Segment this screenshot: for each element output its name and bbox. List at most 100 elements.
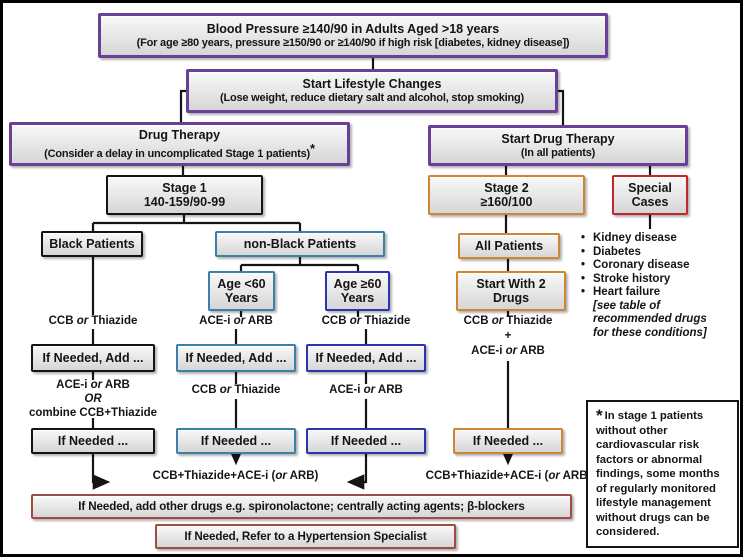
refer-specialist-label: If Needed, Refer to a Hypertension Speci…: [184, 529, 427, 543]
drug-text: ARB: [517, 345, 545, 357]
age-60-plus-box: Age ≥60 Years: [325, 271, 390, 311]
drug-therapy-asterisk: *: [310, 140, 315, 156]
stage2-line1: Stage 2: [484, 181, 529, 195]
start-two-drugs-line2: Drugs: [492, 291, 530, 305]
stage2-two-drug-combo: CCB or Thiazide + ACE-i or ARB: [438, 314, 578, 359]
list-item-label: Coronary disease: [593, 259, 690, 271]
refer-specialist-bar: If Needed, Refer to a Hypertension Speci…: [155, 524, 456, 549]
if-needed-add-box-over60: If Needed, Add ...: [306, 344, 426, 372]
stage1-line2: 140-159/90-99: [143, 195, 226, 209]
all-patients-label: All Patients: [474, 239, 544, 253]
list-item: • Stroke history: [581, 273, 739, 287]
if-needed-box-stage2: If Needed ...: [453, 428, 563, 454]
drug-text: CCB: [463, 315, 492, 327]
or-text: or: [491, 315, 504, 327]
bp-threshold-line2: (For age ≥80 years, pressure ≥150/90 or …: [136, 36, 570, 49]
drug-text: ARB: [102, 379, 130, 391]
start-drug-therapy-box: Start Drug Therapy (In all patients): [428, 125, 688, 166]
if-needed-add-box-black: If Needed, Add ...: [31, 344, 155, 372]
or-text: or: [505, 345, 518, 357]
drug-therapy-line2: (Consider a delay in uncomplicated Stage…: [44, 140, 315, 161]
if-needed-label: If Needed ...: [57, 434, 129, 448]
if-needed-add-label: If Needed, Add ...: [42, 351, 144, 365]
list-item-label: Heart failure: [593, 286, 661, 298]
drug-text: Thiazide: [503, 315, 553, 327]
list-item: • Kidney disease: [581, 232, 739, 246]
over60-first-drug: CCB or Thiazide: [296, 314, 436, 328]
start-two-drugs-box: Start With 2 Drugs: [456, 271, 566, 311]
nonblack-patients-box: non-Black Patients: [215, 231, 385, 257]
age-60-plus-line1: Age ≥60: [333, 277, 382, 291]
bullet-icon: •: [581, 286, 586, 298]
drug-text: CCB: [321, 315, 350, 327]
drug-text: CCB: [191, 384, 220, 396]
lifestyle-line1: Start Lifestyle Changes: [302, 77, 442, 91]
bp-threshold-box: Blood Pressure ≥140/90 in Adults Aged >1…: [98, 13, 608, 58]
drug-text: Thiazide: [361, 315, 411, 327]
stage1-line1: Stage 1: [162, 181, 207, 195]
stage2-line2: ≥160/100: [480, 195, 533, 209]
if-needed-add-box-under60: If Needed, Add ...: [176, 344, 296, 372]
drug-text: ARB: [375, 384, 403, 396]
list-item-label: Stroke history: [593, 272, 671, 285]
or-text: or: [548, 470, 560, 482]
add-other-drugs-bar: If Needed, add other drugs e.g. spironol…: [31, 494, 572, 519]
second-drug-line1: ACE-i or ARB: [13, 378, 173, 392]
black-patients-box: Black Patients: [41, 231, 143, 257]
footnote-text: In stage 1 patients without other cardio…: [596, 410, 720, 538]
triple-therapy-right: CCB+Thiazide+ACE-i (or ARB): [416, 469, 601, 483]
bullet-icon: •: [581, 232, 586, 244]
drug-text: CCB+Thiazide+ACE-i (: [152, 470, 276, 482]
combine-text: combine CCB+Thiazide: [28, 407, 158, 419]
drug-text: ACE-i: [56, 379, 91, 391]
bullet-icon: •: [581, 259, 586, 271]
age-under-60-box: Age <60 Years: [208, 271, 275, 311]
if-needed-label: If Needed ...: [330, 434, 402, 448]
all-patients-box: All Patients: [458, 233, 560, 259]
under60-first-drug: ACE-i or ARB: [166, 314, 306, 328]
list-item-label: Diabetes: [593, 245, 641, 258]
lifestyle-line2: (Lose weight, reduce dietary salt and al…: [219, 92, 524, 104]
start-drug-therapy-line1: Start Drug Therapy: [501, 131, 615, 146]
or-text: or: [363, 384, 376, 396]
special-cases-line1: Special: [628, 181, 672, 195]
list-item: • Heart failure: [581, 286, 739, 300]
black-patients-first-drug: CCB or Thiazide: [23, 314, 163, 328]
special-cases-box: Special Cases: [612, 175, 688, 215]
or-text: or: [76, 315, 89, 327]
drug-text: ACE-i: [199, 315, 234, 327]
drug-text: CCB: [48, 315, 77, 327]
special-cases-line2: Cases: [631, 195, 669, 209]
age-60-plus-line2: Years: [340, 291, 375, 305]
or-text: or: [275, 470, 287, 482]
stage1-footnote-box: *In stage 1 patients without other cardi…: [586, 400, 739, 548]
combo-line3: ACE-i or ARB: [438, 344, 578, 359]
if-needed-box-black: If Needed ...: [31, 428, 155, 454]
or-caps-text: OR: [84, 393, 102, 405]
bullet-icon: •: [581, 272, 586, 285]
under60-second-drug: CCB or Thiazide: [171, 383, 301, 397]
if-needed-box-under60: If Needed ...: [176, 428, 296, 454]
bp-threshold-line1: Blood Pressure ≥140/90 in Adults Aged >1…: [206, 21, 500, 36]
drug-text: ARB): [559, 470, 592, 482]
black-patients-second-drug: ACE-i or ARB OR combine CCB+Thiazide: [13, 378, 173, 420]
special-cases-list: • Kidney disease • Diabetes • Coronary dise…: [581, 232, 739, 340]
combo-line1: CCB or Thiazide: [438, 314, 578, 329]
drug-text: ACE-i: [329, 384, 364, 396]
add-other-drugs-label: If Needed, add other drugs e.g. spironol…: [78, 499, 525, 513]
nonblack-patients-label: non-Black Patients: [243, 237, 357, 251]
bullet-icon: •: [581, 245, 586, 258]
or-text: or: [219, 384, 232, 396]
if-needed-add-label: If Needed, Add ...: [315, 351, 417, 365]
list-item: • Diabetes: [581, 246, 739, 260]
over60-second-drug: ACE-i or ARB: [301, 383, 431, 397]
drug-text: ARB): [286, 470, 319, 482]
list-item-label: Kidney disease: [593, 232, 677, 244]
drug-text: ARB: [245, 315, 273, 327]
drug-text: ACE-i: [471, 345, 506, 357]
footnote-asterisk: *: [596, 406, 603, 425]
start-drug-therapy-line2: (In all patients): [520, 146, 596, 159]
triple-therapy-left: CCB+Thiazide+ACE-i (or ARB): [143, 469, 328, 483]
drug-therapy-line2-text: (Consider a delay in uncomplicated Stage…: [44, 147, 311, 160]
